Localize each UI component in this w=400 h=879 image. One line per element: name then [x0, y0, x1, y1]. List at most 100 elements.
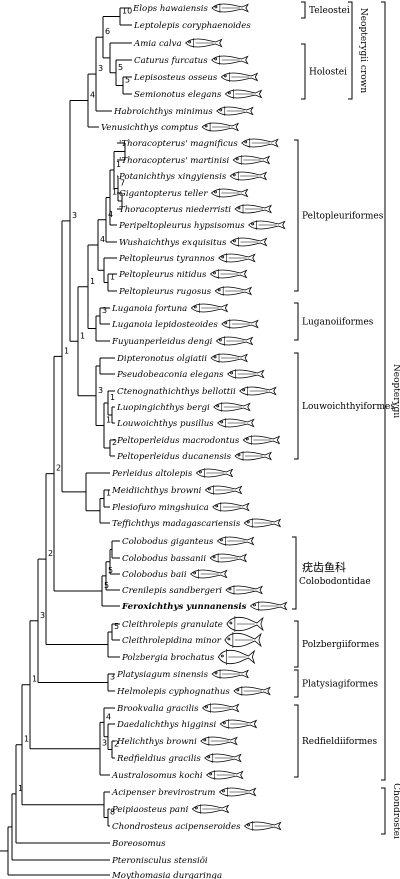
group-bracket	[348, 1, 353, 100]
taxon-label: Luganoia fortuna	[111, 304, 187, 314]
support-value: 1	[24, 735, 29, 744]
support-value: 1	[106, 416, 111, 425]
fish-icon	[216, 106, 254, 116]
support-value: 5	[114, 622, 119, 631]
taxon-label: Cleithrolepidina minor	[122, 636, 222, 646]
fish-icon	[226, 616, 264, 632]
fish-icon	[225, 585, 263, 595]
group-label: Neopterygii	[391, 364, 400, 418]
fish-icon	[201, 703, 240, 713]
taxon-label: Colobodus baii	[122, 570, 187, 580]
fish-icon	[215, 336, 254, 346]
fish-icon	[241, 138, 279, 148]
fish-icon	[218, 253, 256, 263]
support-value: 1	[64, 346, 69, 355]
taxon-label: Luopingichthys bergi	[116, 403, 210, 413]
group-bracket	[292, 536, 297, 610]
taxon-label: Brookvalia gracilis	[116, 704, 199, 714]
taxon-label: Luganoia lepidosteoides	[111, 320, 218, 330]
group-label-latin: Colobodontidae	[299, 577, 371, 587]
support-value: 10	[122, 7, 132, 16]
support-value: 2	[114, 740, 119, 749]
fish-icon	[206, 770, 244, 780]
taxon-label: Pseudobeaconia elegans	[116, 370, 224, 380]
taxon-label: Polzbergia brochatus	[121, 653, 215, 663]
taxon-label: Crenilepis sandbergeri	[122, 586, 222, 596]
fish-icon	[218, 787, 257, 797]
taxon-label: Caturus furcatus	[134, 56, 208, 66]
fish-icon	[211, 55, 249, 65]
fish-icon	[190, 569, 228, 579]
support-value: 4	[100, 235, 105, 244]
group-bracket	[381, 1, 386, 781]
group-bracket	[294, 352, 299, 460]
taxon-label: Gigantopterus teller	[119, 189, 208, 199]
support-value: 5	[125, 76, 130, 85]
fish-icon	[232, 155, 271, 165]
fish-icon	[220, 72, 259, 82]
group-label: 疣齿鱼科	[302, 560, 346, 574]
group-bracket	[294, 704, 299, 778]
taxon-label: Cleithrolepis granulate	[122, 620, 223, 630]
taxon-label: Helmolepis cyphognathus	[116, 687, 230, 697]
fish-icon	[248, 220, 286, 230]
taxon-label: 'Thoracopterus' martinisi	[119, 156, 229, 166]
taxon-label: Leptolepis coryphaenoides	[133, 21, 251, 31]
taxon-label: Colobodus giganteus	[122, 537, 214, 547]
support-value: 4	[108, 210, 113, 219]
support-value: 2	[112, 438, 117, 447]
group-label: Redfieldiiformes	[302, 737, 378, 747]
fish-icon	[213, 402, 251, 412]
support-value: 3	[102, 306, 107, 315]
fish-icon	[234, 204, 272, 214]
fish-icon	[234, 451, 272, 461]
fish-icon	[229, 237, 268, 247]
support-value: 3	[102, 739, 107, 748]
support-value: 1	[106, 489, 111, 498]
taxon-label: Peipiaosteus pani	[111, 805, 189, 815]
fish-icon	[227, 369, 265, 379]
taxon-label: Elops hawaiensis	[132, 4, 209, 14]
taxon-label: Meidiichthys browni	[111, 486, 202, 496]
group-label: Peltopleuriformes	[302, 212, 384, 222]
taxon-label: Perleidus altolepis	[111, 469, 193, 479]
support-value: 2	[56, 464, 61, 473]
taxon-label: 'Thoracopterus' magnificus	[119, 139, 238, 149]
fish-icon	[201, 122, 240, 132]
taxon-label: Teffichthys madagascariensis	[112, 519, 241, 529]
taxon-label: Wushaichthys exquisitus	[119, 238, 227, 248]
support-value: 3	[98, 64, 103, 73]
support-value: 3	[40, 611, 45, 620]
support-value: 1	[112, 188, 117, 197]
group-label: Luganoiiformes	[302, 318, 374, 328]
fish-icon	[221, 319, 259, 329]
fish-icon	[214, 286, 253, 296]
taxon-label: Peltopleurus nitidus	[118, 270, 207, 280]
group-label: Holostei	[309, 68, 347, 78]
support-value: 2	[48, 549, 53, 558]
fish-icon	[210, 353, 248, 363]
fish-icon	[243, 518, 282, 528]
taxon-label: Australosomus kochi	[111, 771, 203, 781]
taxon-label: Feroxichthys yunnanensis	[121, 602, 247, 612]
taxon-label: Ctenognathichthys bellottii	[117, 387, 236, 397]
support-value: 1	[18, 784, 23, 793]
support-value: 3	[98, 386, 103, 395]
fish-icon	[217, 649, 256, 665]
group-label: Polzbergiiformes	[302, 640, 380, 650]
taxon-label: Peltopleurus rugosus	[118, 287, 212, 297]
taxon-label: Thoracopterus niederristi	[119, 205, 231, 215]
fish-icon	[209, 269, 248, 279]
fish-icon	[195, 468, 234, 478]
taxon-label: Platysiagum sinensis	[116, 670, 209, 680]
group-bracket	[301, 1, 306, 19]
support-value: 5	[104, 581, 109, 590]
support-value: 5	[118, 63, 123, 72]
fish-icon	[185, 38, 223, 48]
taxon-label: Redfieldius gracilis	[116, 754, 201, 764]
support-value: 8	[110, 808, 115, 817]
branches	[0, 7, 132, 876]
